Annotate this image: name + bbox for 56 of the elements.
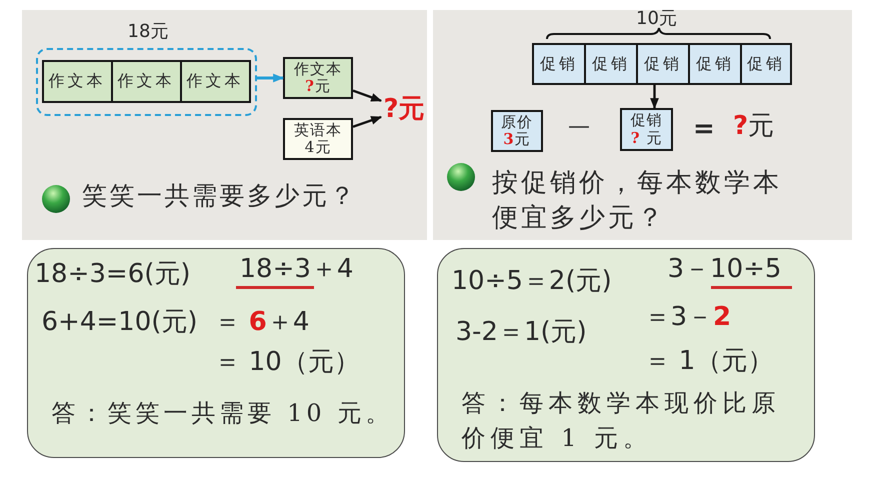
notebook-segment: [42, 60, 112, 102]
equation-text: 18÷3＋4: [240, 254, 354, 284]
arrow: [352, 89, 382, 102]
price-label: ? 元: [630, 130, 662, 147]
promo-segment: [740, 43, 792, 85]
equation-text: 3-2＝1(元): [456, 318, 587, 346]
price-box: [620, 108, 673, 151]
price-label: ?元: [305, 78, 331, 96]
arrow: [257, 74, 284, 82]
item-label: 作文本: [48, 72, 106, 90]
item-label: 促销: [747, 54, 785, 74]
question-text: 按促销价，每本数学本便宜多少元？: [492, 167, 783, 235]
equals-sign: =: [693, 114, 715, 146]
item-label: 原价: [501, 114, 533, 131]
equation-text: ＝ 6＋4: [214, 308, 310, 336]
amount-label: 10元: [636, 8, 677, 30]
solution-panel: [437, 248, 815, 462]
equation-text: ＝3－2: [644, 302, 732, 332]
promo-segment: [636, 43, 690, 85]
equation-text: 6+4=10(元): [42, 308, 198, 336]
promo-segment: [688, 43, 742, 85]
item-label: 促销: [644, 54, 682, 74]
equation-text: 10÷5＝2(元): [452, 266, 612, 296]
question-panel: [22, 10, 427, 240]
notebook-segment: [180, 60, 250, 102]
total-label: 18元: [128, 22, 168, 42]
item-label: 促销: [540, 54, 578, 74]
equation-text: ＝ 1（元）: [644, 346, 774, 376]
equation-text: 18÷3=6(元): [34, 260, 191, 288]
solution-panel: [27, 248, 405, 458]
item-label: 作文本: [294, 60, 342, 78]
price-box: [491, 110, 543, 152]
item-label: 作文本: [186, 72, 244, 90]
price-label: 4元: [304, 139, 332, 156]
unknown-amount: ?元: [733, 111, 774, 142]
promo-segment: [584, 43, 638, 85]
unknown-amount: ?元: [381, 92, 427, 126]
item-label: 促销: [696, 54, 734, 74]
promo-segment: [532, 43, 586, 85]
equation-text: 3－10÷5: [668, 254, 782, 284]
question-panel: [433, 10, 852, 240]
item-label: 作文本: [118, 72, 174, 90]
item-label: 促销: [592, 54, 630, 74]
question-text: 笑笑一共需要多少元？: [82, 182, 357, 210]
minus-sign: —: [568, 114, 590, 140]
arrow: [650, 85, 659, 110]
answer-text: 答：每本数学本现价比原价便宜 1 元。: [462, 388, 782, 454]
price-box: [283, 57, 353, 99]
notebook-segment: [110, 60, 182, 102]
item-label: 促销: [630, 112, 662, 130]
price-box: [283, 118, 353, 160]
price-label: 3元: [503, 131, 531, 148]
answer-text: 答：笑笑一共需要 10 元。: [52, 400, 394, 426]
equation-text: ＝ 10（元）: [214, 348, 360, 376]
arrow: [352, 116, 382, 128]
item-label: 英语本: [294, 122, 342, 139]
